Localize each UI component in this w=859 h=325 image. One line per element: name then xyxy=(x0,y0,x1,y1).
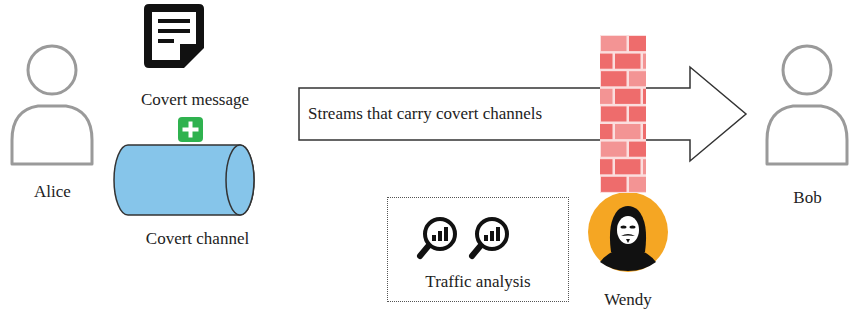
node-label: Covert channel xyxy=(115,229,280,249)
adversary-node: Wendy xyxy=(578,192,678,322)
hacker-icon xyxy=(588,192,668,272)
channel-node: Covert channel xyxy=(115,145,280,255)
brick xyxy=(600,124,613,139)
brick xyxy=(643,124,646,139)
plus-badge xyxy=(178,117,203,142)
node-label: Bob xyxy=(760,188,855,208)
brick xyxy=(615,124,641,139)
brick xyxy=(629,177,646,192)
brick xyxy=(600,89,613,104)
brick xyxy=(629,106,646,121)
person-head xyxy=(28,46,76,94)
node-label: Traffic analysis xyxy=(388,272,568,292)
cylinder-body xyxy=(114,145,254,215)
brick xyxy=(643,89,646,104)
stream-arrow-node: Streams that carry covert channels xyxy=(298,66,750,166)
brick xyxy=(615,54,641,69)
brick xyxy=(643,54,646,69)
person-head xyxy=(783,46,831,94)
brick xyxy=(643,159,646,174)
person-node: Alice xyxy=(5,40,100,215)
brick xyxy=(601,36,627,51)
node-label: Alice xyxy=(5,182,100,202)
brick xyxy=(601,106,627,121)
brick xyxy=(629,36,646,51)
brick xyxy=(629,142,646,157)
person-body xyxy=(767,106,847,164)
person-body xyxy=(12,106,92,164)
node-label: Wendy xyxy=(578,290,678,310)
message-node: Covert message xyxy=(115,2,275,114)
brick xyxy=(600,159,613,174)
node-label: Covert message xyxy=(115,90,275,110)
brick xyxy=(600,54,613,69)
node-label: Streams that carry covert channels xyxy=(298,104,750,124)
person-node: Bob xyxy=(760,40,855,215)
brick xyxy=(601,142,627,157)
brick xyxy=(601,71,627,86)
magnifier-icon xyxy=(420,219,455,256)
brick xyxy=(615,159,641,174)
brick xyxy=(601,177,627,192)
plus-stroke xyxy=(183,128,199,132)
document-icon xyxy=(144,4,204,68)
analysis-box: Traffic analysis xyxy=(387,197,569,302)
brick xyxy=(629,71,646,86)
firewall-bricks xyxy=(600,36,646,192)
brick xyxy=(615,89,641,104)
magnifier-icon xyxy=(472,219,507,256)
cylinder-end xyxy=(226,145,254,215)
